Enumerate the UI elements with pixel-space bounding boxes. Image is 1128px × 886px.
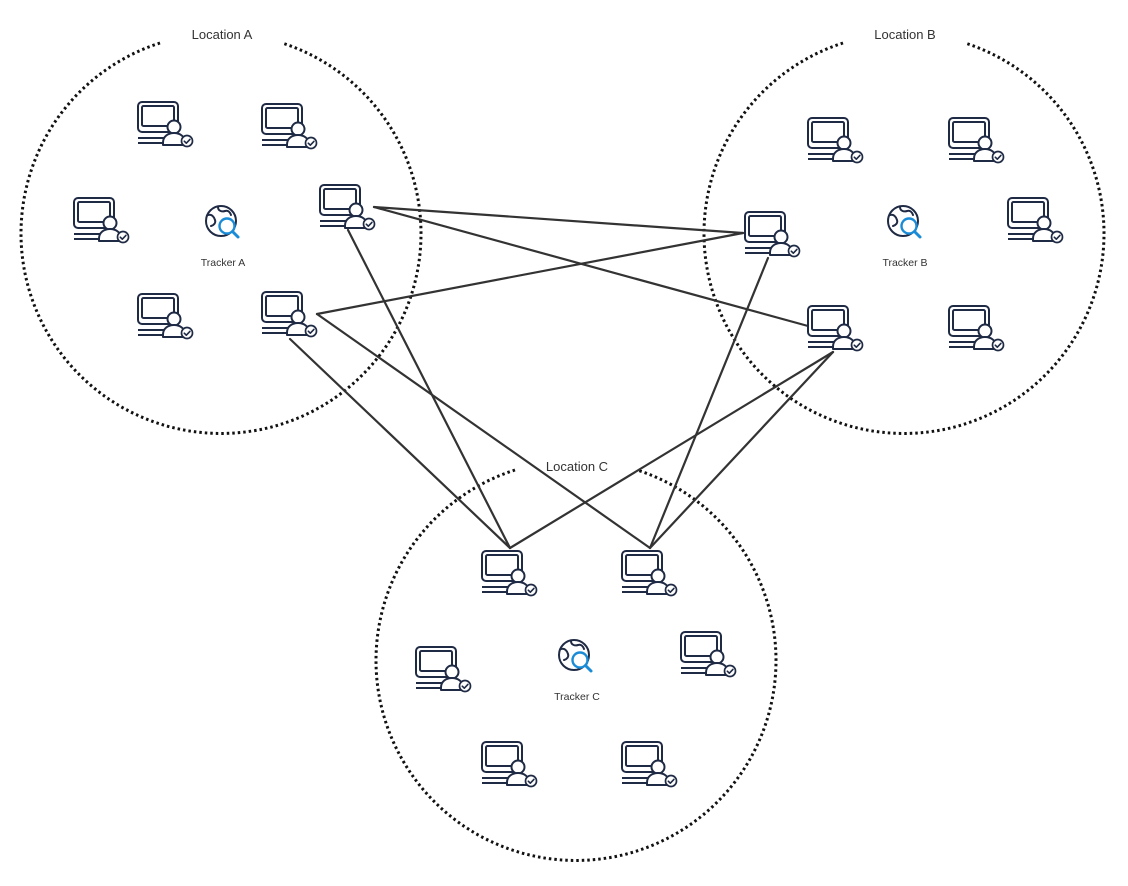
peer-a4-icon[interactable] [73, 197, 130, 244]
tracker-a[interactable]: Tracker A [201, 204, 246, 269]
peer-a2-icon[interactable] [261, 103, 318, 150]
link-a5-c1 [288, 337, 512, 550]
peer-links [288, 205, 835, 550]
link-a5-c2 [315, 312, 652, 550]
link-a3-b1 [372, 205, 745, 235]
link-a3-b2 [372, 205, 810, 328]
link-a5-b1 [315, 231, 745, 316]
peer-c2-icon[interactable] [621, 550, 678, 597]
peer-c6-icon[interactable] [621, 741, 678, 788]
tracker-c-globe-search-icon [557, 638, 593, 673]
tracker-b-globe-search-icon [886, 204, 922, 239]
peer-c5-icon[interactable] [481, 741, 538, 788]
peer-b4-icon[interactable] [744, 211, 801, 258]
peer-b2-icon[interactable] [948, 117, 1005, 164]
tracker-a-label: Tracker A [201, 257, 246, 269]
peer-c4-icon[interactable] [680, 631, 737, 678]
link-a3-c1 [346, 228, 512, 550]
peer-b1-icon[interactable] [807, 117, 864, 164]
tracker-a-globe-search-icon [204, 204, 240, 239]
location-c-label: Location C [546, 459, 608, 474]
peer-c1-icon[interactable] [481, 550, 538, 597]
tracker-c-label: Tracker C [554, 691, 600, 703]
peer-b3-icon[interactable] [1007, 197, 1064, 244]
link-b1-c2 [648, 256, 770, 550]
location-a-label: Location A [192, 27, 253, 42]
peer-a5-icon[interactable] [137, 293, 194, 340]
peer-b5-icon[interactable] [807, 305, 864, 352]
link-b2-c2 [648, 350, 835, 550]
peer-b6-icon[interactable] [948, 305, 1005, 352]
tracker-b-label: Tracker B [882, 257, 927, 269]
link-b2-c1 [508, 350, 835, 550]
peer-a3-icon[interactable] [319, 184, 376, 231]
location-b-label: Location B [874, 27, 935, 42]
peer-c3-icon[interactable] [415, 646, 472, 693]
peer-a6-icon[interactable] [261, 291, 318, 338]
peer-a1-icon[interactable] [137, 101, 194, 148]
tracker-b[interactable]: Tracker B [882, 204, 928, 269]
tracker-c[interactable]: Tracker C [554, 638, 600, 703]
